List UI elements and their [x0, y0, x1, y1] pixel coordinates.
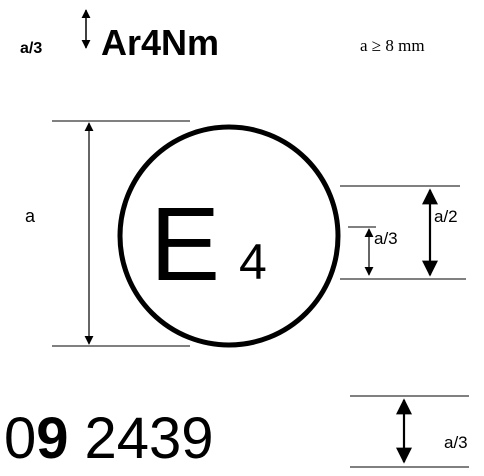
country-number: 4	[239, 234, 267, 290]
marking-code: Ar4Nm	[101, 22, 219, 63]
header-small-label: a/3	[20, 40, 42, 57]
approval-number-prefix-bold: 9	[36, 406, 68, 471]
approval-number-prefix-plain: 0	[4, 406, 36, 471]
offset-dimension	[340, 185, 466, 280]
approval-number-digits: 2439	[85, 406, 214, 471]
height-label: a	[25, 206, 36, 226]
height-dimension	[52, 120, 190, 347]
approval-number-height-label: a/3	[444, 433, 468, 452]
number-height-label: a/3	[374, 229, 398, 248]
approval-number: 09 2439	[4, 406, 214, 471]
size-condition: a ≥ 8 mm	[360, 36, 425, 55]
offset-label: a/2	[434, 207, 458, 226]
number-height-dimension	[348, 226, 376, 276]
approval-circle	[117, 124, 341, 348]
approval-letter-e: E	[150, 186, 220, 303]
approval-number-height-dimension	[350, 395, 469, 468]
